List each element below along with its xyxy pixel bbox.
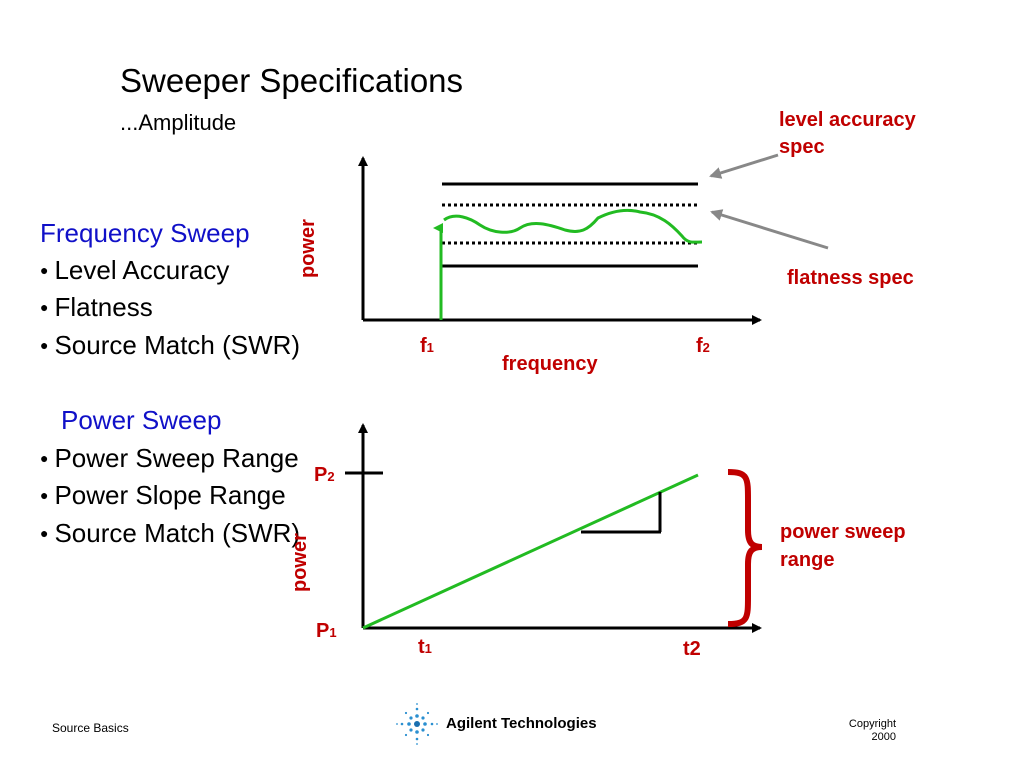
slide-title: Sweeper Specifications xyxy=(120,62,464,99)
level-accuracy-line1: level accuracy xyxy=(779,109,916,131)
f1-subscript: 1 xyxy=(426,340,434,355)
power-sweep-range-line1: power sweep xyxy=(780,521,906,543)
bullet-dot-icon: ● xyxy=(40,450,49,467)
f2-subscript: 2 xyxy=(702,340,710,355)
f1-letter: f xyxy=(420,335,427,357)
bullet-label: Level Accuracy xyxy=(54,255,230,285)
power-sweep-range-annotation: power sweep range xyxy=(780,518,906,574)
f2-letter: f xyxy=(696,335,703,357)
bullet-dot-icon: ● xyxy=(40,299,49,316)
power-range-brace xyxy=(727,469,763,627)
slide-subtitle: ...Amplitude xyxy=(120,110,237,135)
copyright-line2: 2000 xyxy=(871,731,896,743)
bullet-power-slope-range: ● Power Slope Range xyxy=(40,480,286,511)
bullet-source-match-power: ● Source Match (SWR) xyxy=(40,518,300,549)
agilent-logo-text: Agilent Technologies xyxy=(446,715,597,732)
t1-subscript: 1 xyxy=(424,641,432,656)
bullet-source-match-freq: ● Source Match (SWR) xyxy=(40,330,300,361)
agilent-spark-icon xyxy=(396,703,438,745)
level-accuracy-arrow xyxy=(709,153,779,179)
bullet-dot-icon: ● xyxy=(40,487,49,504)
top-x-axis-label: frequency xyxy=(502,353,598,375)
f2-label: f2 xyxy=(696,335,710,358)
p2-subscript: 2 xyxy=(327,469,335,484)
bullet-label: Power Sweep Range xyxy=(54,443,299,473)
frequency-sweep-heading: Frequency Sweep xyxy=(40,218,250,248)
bullet-label: Source Match (SWR) xyxy=(54,330,301,360)
bullet-dot-icon: ● xyxy=(40,525,49,542)
t1-letter: t xyxy=(418,636,425,658)
t1-label: t1 xyxy=(418,636,432,659)
copyright-line1: Copyright xyxy=(848,718,896,730)
bullet-dot-icon: ● xyxy=(40,337,49,354)
p1-letter: P xyxy=(316,620,330,642)
power-ramp-trace xyxy=(362,473,699,630)
power-sweep-heading: Power Sweep xyxy=(61,405,222,435)
bullet-label: Flatness xyxy=(54,292,153,322)
flatness-annotation: flatness spec xyxy=(787,267,914,289)
p2-label: P2 xyxy=(314,464,335,487)
power-sweep-range-line2: range xyxy=(780,549,835,571)
bottom-y-axis-label: power xyxy=(289,533,311,592)
level-accuracy-line2: spec xyxy=(779,136,825,158)
top-y-axis-label: power xyxy=(297,219,319,278)
power-flatness-trace xyxy=(443,208,703,244)
bullet-label: Power Slope Range xyxy=(54,480,286,510)
level-accuracy-annotation: level accuracy spec xyxy=(779,107,916,161)
bullet-flatness: ● Flatness xyxy=(40,292,153,323)
bullet-power-sweep-range: ● Power Sweep Range xyxy=(40,443,299,474)
bullet-label: Source Match (SWR) xyxy=(54,518,301,548)
p1-label: P1 xyxy=(316,620,337,643)
footer-source-basics: Source Basics xyxy=(52,721,129,735)
p1-subscript: 1 xyxy=(329,625,337,640)
flatness-arrow xyxy=(710,209,829,250)
bullet-dot-icon: ● xyxy=(40,262,49,279)
f1-label: f1 xyxy=(420,335,434,358)
bullet-level-accuracy: ● Level Accuracy xyxy=(40,255,229,286)
t2-label: t2 xyxy=(683,638,701,660)
p2-letter: P xyxy=(314,464,328,486)
